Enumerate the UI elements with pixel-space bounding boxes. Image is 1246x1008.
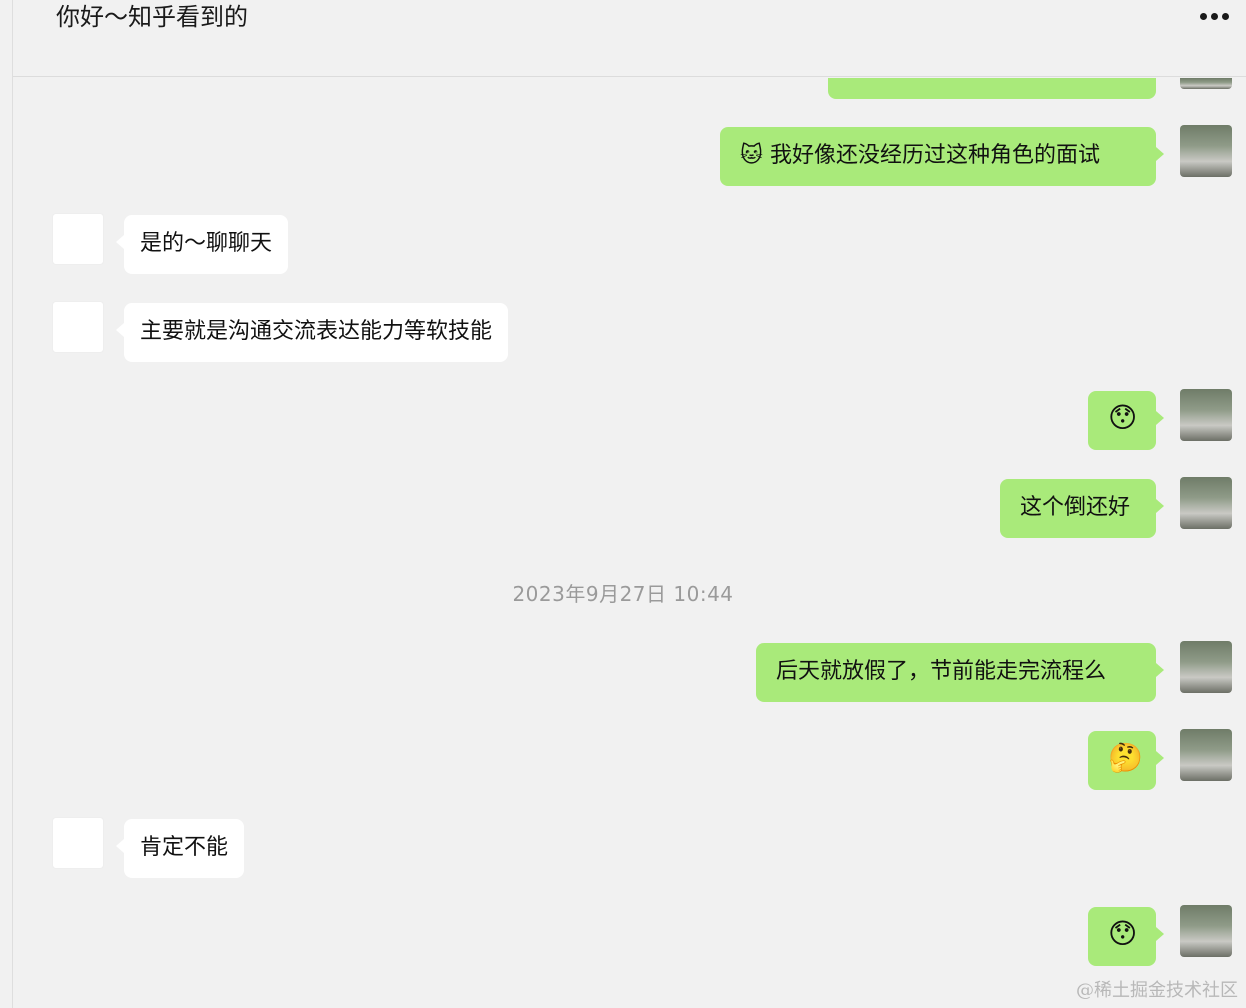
- my-avatar[interactable]: [1180, 477, 1232, 529]
- contact-avatar[interactable]: [52, 213, 104, 265]
- message-text: 肯定不能: [140, 835, 229, 860]
- message-bubble[interactable]: 是的～聊聊天: [115, 215, 289, 274]
- emoji: 🐱: [740, 143, 763, 168]
- more-options-button[interactable]: [1194, 4, 1234, 28]
- message-text: 后天就放假了，节前能走完流程么: [776, 659, 1107, 684]
- my-avatar[interactable]: [1180, 78, 1232, 89]
- message-bubble[interactable]: 肯定不能: [115, 819, 245, 878]
- watermark: @稀土掘金技术社区: [1076, 980, 1238, 1001]
- message-text: 这个倒还好: [1020, 495, 1131, 520]
- message-text: 😯: [1108, 917, 1138, 950]
- my-avatar[interactable]: [1180, 641, 1232, 693]
- more-horizontal-icon: [1199, 12, 1207, 20]
- partial-message-bubble[interactable]: [828, 78, 1156, 99]
- my-avatar[interactable]: [1180, 905, 1232, 957]
- contact-avatar[interactable]: [52, 301, 104, 353]
- message-timestamp: 2023年9月27日 10:44: [512, 582, 734, 606]
- message-bubble[interactable]: 主要就是沟通交流表达能力等软技能: [115, 303, 509, 362]
- message-text: 🤔: [1108, 741, 1143, 774]
- chat-header: 你好～知乎看到的: [13, 0, 1246, 77]
- contact-avatar[interactable]: [52, 817, 104, 869]
- my-avatar[interactable]: [1180, 389, 1232, 441]
- message-bubble[interactable]: 😯: [1088, 391, 1164, 450]
- message-text: 我好像还没经历过这种角色的面试: [769, 143, 1100, 168]
- message-bubble[interactable]: 这个倒还好: [1000, 479, 1164, 538]
- message-bubble[interactable]: 🤔: [1088, 731, 1164, 790]
- message-text: 是的～聊聊天: [140, 231, 273, 256]
- my-avatar[interactable]: [1180, 125, 1232, 177]
- message-bubble[interactable]: 🐱 我好像还没经历过这种角色的面试: [720, 127, 1164, 186]
- message-text: 😯: [1108, 401, 1138, 434]
- message-text: 主要就是沟通交流表达能力等软技能: [140, 319, 493, 344]
- message-bubble[interactable]: 后天就放假了，节前能走完流程么: [756, 643, 1164, 702]
- chat-title: 你好～知乎看到的: [56, 3, 248, 31]
- my-avatar[interactable]: [1180, 729, 1232, 781]
- divider: [12, 0, 13, 1008]
- message-bubble[interactable]: 😯: [1088, 907, 1164, 966]
